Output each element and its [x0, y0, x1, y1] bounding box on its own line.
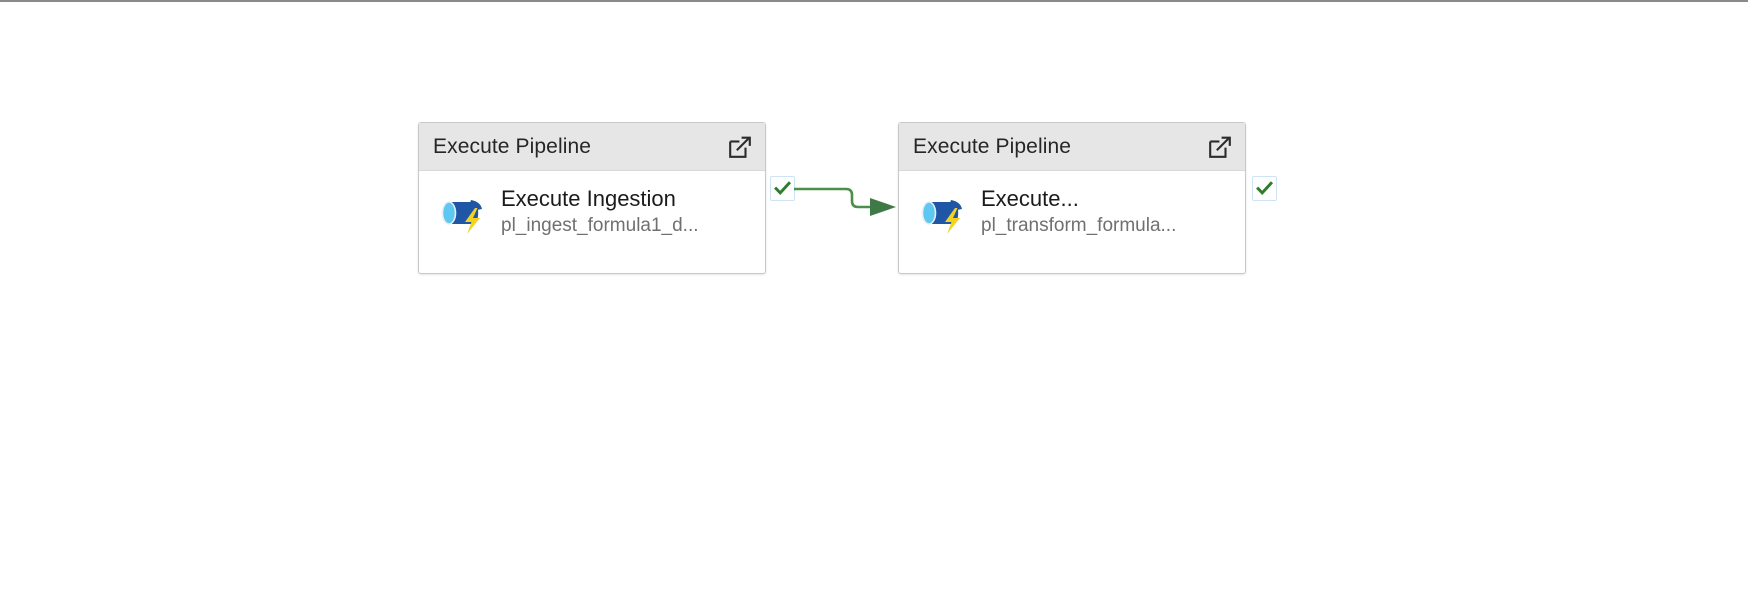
execute-pipeline-icon [917, 186, 969, 238]
activity-type-label: Execute Pipeline [433, 134, 592, 158]
invoked-pipeline-label: pl_transform_formula... [981, 215, 1177, 236]
status-badge-success-node1[interactable] [770, 176, 795, 201]
activity-name-label: Execute Ingestion [501, 186, 676, 211]
activity-node-text-group: Execute Ingestion pl_ingest_formula1_d..… [501, 185, 699, 239]
activity-node-execute-transform[interactable]: Execute Pipeline [898, 122, 1246, 274]
invoked-pipeline-label: pl_ingest_formula1_d... [501, 215, 699, 236]
green-check-icon [774, 181, 792, 196]
open-in-new-window-icon[interactable] [1207, 134, 1233, 160]
execute-pipeline-icon [437, 186, 489, 238]
activity-node-execute-ingestion[interactable]: Execute Pipeline [418, 122, 766, 274]
status-badge-success-node2[interactable] [1252, 176, 1277, 201]
activity-name-label: Execute... [981, 186, 1079, 211]
activity-node-body: Execute... pl_transform_formula... [899, 171, 1245, 239]
activity-node-text-group: Execute... pl_transform_formula... [981, 185, 1176, 239]
activity-node-header: Execute Pipeline [419, 123, 765, 171]
arrow-right-icon [870, 198, 896, 216]
open-in-new-window-icon[interactable] [727, 134, 753, 160]
green-check-icon [1256, 181, 1274, 196]
success-connector[interactable] [794, 162, 904, 218]
activity-node-header: Execute Pipeline [899, 123, 1245, 171]
activity-node-body: Execute Ingestion pl_ingest_formula1_d..… [419, 171, 765, 239]
activity-type-label: Execute Pipeline [913, 134, 1072, 158]
